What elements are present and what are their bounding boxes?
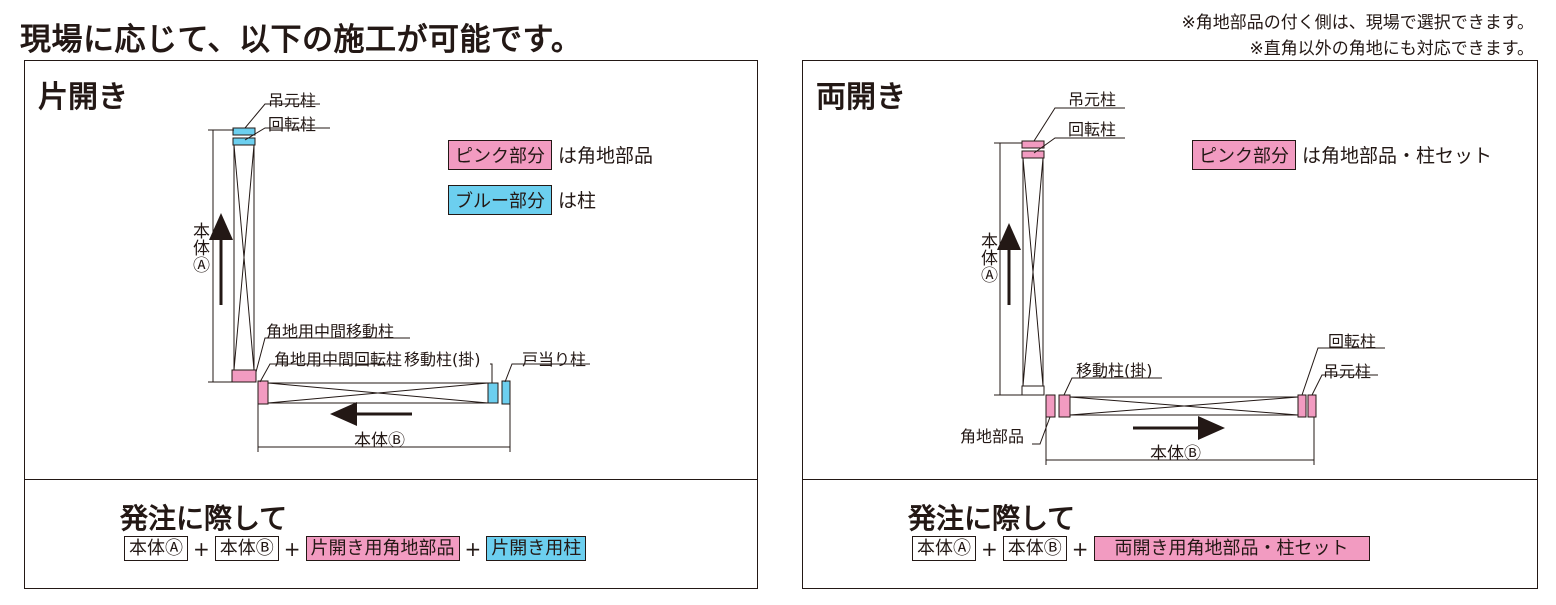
note-corner-side: ※角地部品の付く側は、現場で選択できます。 [1181,13,1534,33]
label-kadochi-idou: 角地用中間移動柱 [266,322,395,341]
plus-sign: + [283,536,301,561]
legend-pink: ピンク部分は角地部品 [448,140,653,170]
right-order-title: 発注に際して [908,502,1076,535]
order-item-body-a: 本体Ⓐ [124,536,188,561]
order-item-body-a: 本体Ⓐ [912,536,976,561]
plus-sign: + [1071,536,1089,561]
left-toatari-post [501,380,511,405]
order-item-post: 片開き用柱 [486,536,587,561]
left-corner-lower [257,380,269,405]
legend-chip-pink: ピンク部分 [1192,140,1296,170]
order-item-body-b: 本体Ⓑ [214,536,279,561]
label-kadochi: 角地部品 [960,427,1025,446]
legend-chip-pink: ピンク部分 [448,140,552,170]
panel-divider [25,479,757,480]
label-idou-kake: 移動柱(掛) [404,350,481,369]
note-non-right-angle: ※直角以外の角地にも対応できます。 [1249,39,1534,59]
page-heading: 現場に応じて、以下の施工が可能です。 [20,22,583,58]
plus-sign: + [193,536,210,561]
left-body-b [267,382,489,404]
right-kaiten-post [1021,150,1045,159]
legend-text: は角地部品 [558,145,654,167]
right-leaders [1032,107,1385,445]
order-item-corner-part: 片開き用角地部品 [305,536,460,561]
right-kaiten-post-b [1297,394,1307,418]
legend-pink-set: ピンク部分は角地部品・柱セット [1192,140,1492,170]
label-tsurimoto: 吊元柱 [268,91,317,110]
label-body-a: 本体Ⓐ [189,222,209,273]
left-corner-upper [231,369,257,383]
right-corner-part [1045,394,1056,418]
left-order-title: 発注に際して [120,502,288,535]
single-swing-panel [24,60,758,589]
legend-text: は角地部品・柱セット [1302,145,1493,167]
right-corner-upper [1021,385,1045,396]
label-tsurimoto-right: 吊元柱 [1323,362,1372,381]
order-item-body-b: 本体Ⓑ [1002,536,1067,561]
legend-chip-blue: ブルー部分 [448,185,552,215]
right-tsurimoto-post [1021,140,1045,149]
legend-text: は柱 [558,190,597,212]
right-order-formula: 本体Ⓐ+本体Ⓑ+両開き用角地部品・柱セット [912,536,1370,561]
label-kaiten: 回転柱 [268,115,317,134]
label-idou-kake: 移動柱(掛) [1076,361,1153,380]
left-kaiten-post [232,137,256,146]
plus-sign: + [981,536,998,561]
left-tsurimoto-post [232,127,256,136]
order-item-corner-set: 両開き用角地部品・柱セット [1093,536,1370,561]
label-kaiten-top: 回転柱 [1068,120,1117,139]
left-dimensions [208,129,511,452]
right-idou-post [1058,394,1071,418]
left-body-a [233,144,255,371]
right-body-a [1022,157,1044,387]
label-tsurimoto-top: 吊元柱 [1068,90,1117,109]
left-leaders [244,103,590,383]
left-idou-post [487,382,499,404]
right-tsurimoto-post-b [1307,394,1317,418]
left-title: 片開き [38,80,128,115]
label-kadochi-kaiten: 角地用中間回転柱 [274,350,403,369]
legend-blue: ブルー部分は柱 [448,185,596,215]
right-title: 両開き [816,80,906,115]
right-dimensions [994,142,1315,465]
panel-divider [803,479,1537,480]
label-body-b: 本体Ⓑ [1150,444,1201,464]
label-toatari: 戸当り柱 [522,350,587,369]
label-body-a: 本体Ⓐ [977,232,997,283]
left-order-formula: 本体Ⓐ+本体Ⓑ+片開き用角地部品+片開き用柱 [124,536,587,561]
plus-sign: + [464,536,482,561]
double-swing-panel [802,60,1538,589]
label-kaiten-right: 回転柱 [1328,332,1377,351]
right-body-b [1069,396,1299,416]
label-body-b: 本体Ⓑ [354,431,405,451]
